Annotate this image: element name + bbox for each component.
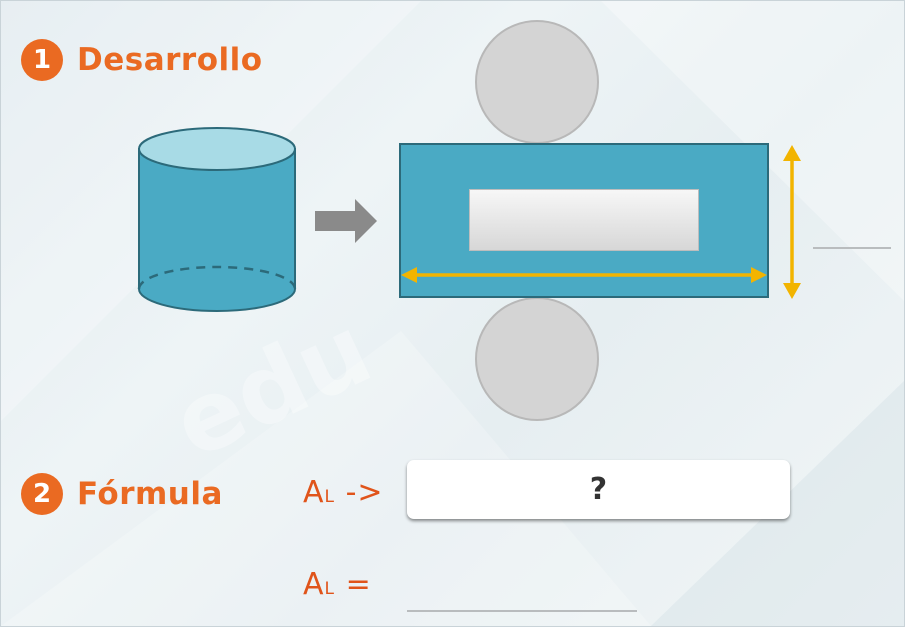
step-1-number: 1 [21,39,63,81]
formula-drop-box[interactable]: ? [407,460,790,519]
rectangle-label-slot[interactable] [469,189,699,251]
area-symbol: A [303,475,325,510]
height-arrow-icon [783,145,801,299]
bottom-circle-slot[interactable] [475,297,599,421]
unfold-arrow-icon [315,199,377,243]
result-answer-line[interactable] [407,610,637,612]
width-arrow-icon [401,267,767,283]
lateral-area-arrow-label: AL -> [303,475,384,510]
step-2-heading: 2 Fórmula [21,473,223,515]
step-1-title: Desarrollo [77,42,263,78]
height-answer-line[interactable] [813,247,891,249]
step-1-heading: 1 Desarrollo [21,39,263,81]
cylinder-figure [137,127,297,312]
equals-symbol: = [345,567,372,602]
step-2-number: 2 [21,473,63,515]
lateral-area-equals-label: AL = [303,567,372,602]
formula-placeholder: ? [589,472,608,507]
area-subscript-2: L [324,579,336,599]
step-2-title: Fórmula [77,476,223,512]
arrow-symbol: -> [345,475,384,510]
area-subscript: L [324,487,336,507]
area-symbol-2: A [303,567,325,602]
top-circle-slot[interactable] [475,20,599,144]
